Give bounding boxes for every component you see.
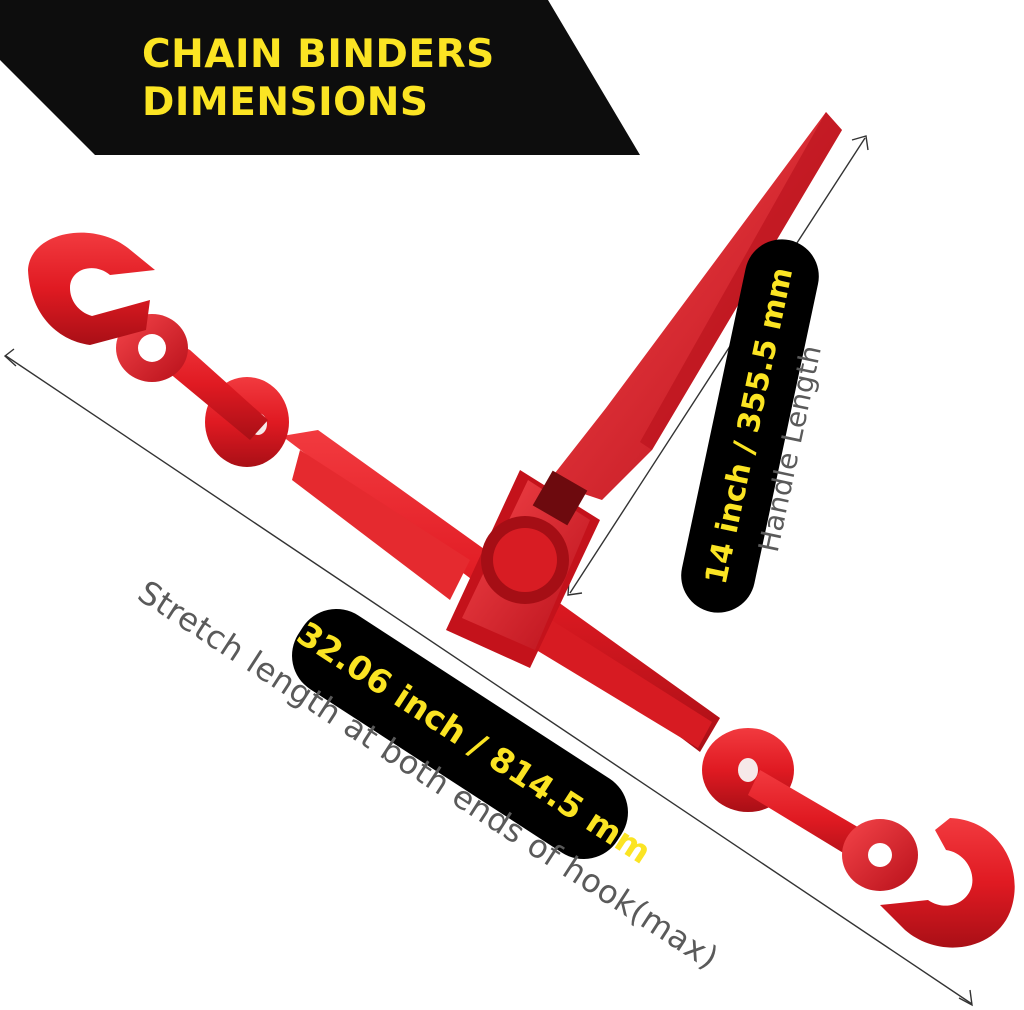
right-hook-assembly	[702, 728, 1015, 948]
stretch-dimension-line	[3, 348, 973, 1007]
left-hook-assembly	[28, 232, 289, 467]
title-banner	[0, 0, 640, 155]
ratchet-gear	[446, 470, 600, 668]
handle	[548, 112, 842, 500]
title-line-2: DIMENSIONS	[142, 80, 429, 125]
title-line-1: CHAIN BINDERS	[142, 32, 495, 77]
